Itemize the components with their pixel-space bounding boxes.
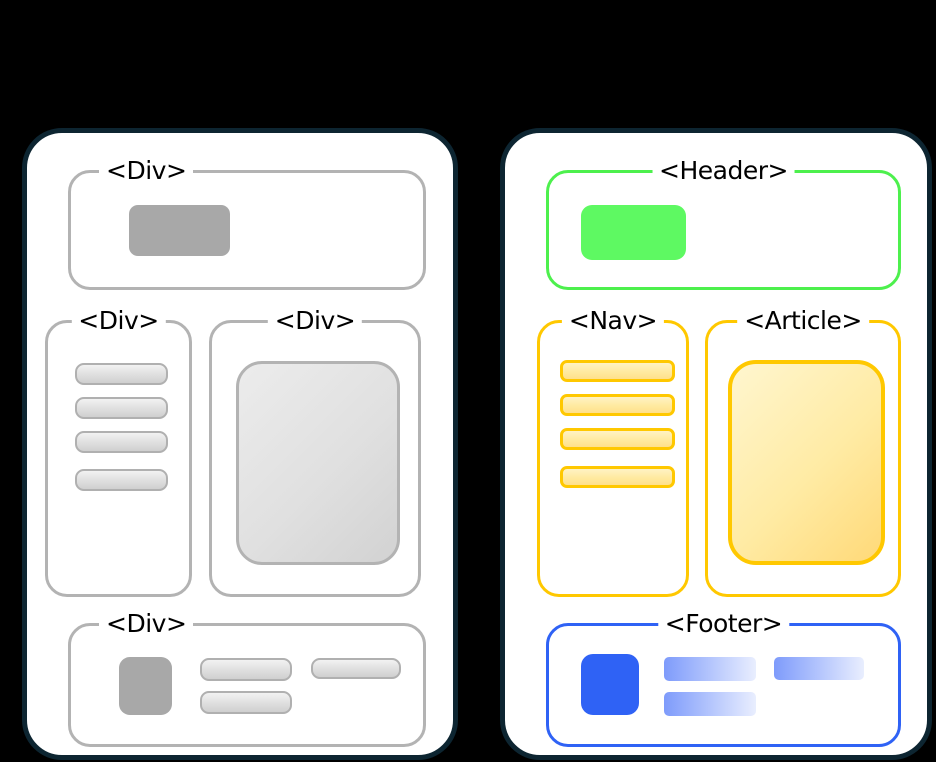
group-footer: <Footer> [546,609,901,747]
group-div-article: <Div> [209,306,421,597]
nav-list-bar [560,360,675,382]
nav-list-bar [560,466,675,488]
legend-footer: <Footer> [657,609,790,639]
div-footer-bar [200,658,292,681]
group-nav: <Nav> [537,306,689,597]
div-article-content-panel [236,361,400,565]
group-article: <Article> [705,306,901,597]
legend-article: <Article> [737,306,869,336]
div-footer-bar [200,691,292,714]
legend-div-article: <Div> [267,306,363,336]
div-top-logo-block [129,205,230,256]
legend-div-footer: <Div> [99,609,194,639]
div-nav-list-bar [75,397,168,419]
div-nav-list-bar [75,469,168,491]
group-header: <Header> [546,156,901,290]
div-footer-bar [311,658,401,679]
group-div-footer: <Div> [68,609,426,747]
footer-bar [664,657,756,681]
footer-bar [664,692,756,716]
header-logo-block [581,205,686,260]
group-div-top: <Div> [68,156,426,290]
group-div-nav: <Div> [45,306,192,597]
div-footer-square [119,657,172,715]
div-nav-list-bar [75,363,168,385]
nav-list-bar [560,428,675,450]
nav-list-bar [560,394,675,416]
legend-div-nav: <Div> [71,306,166,336]
html5-layout-panel: <Header> <Nav> <Article> <Footer> [500,128,932,760]
div-nav-list-bar [75,431,168,453]
article-content-panel [728,360,885,565]
footer-square [581,654,639,715]
legend-header: <Header> [652,156,795,186]
footer-bar [774,657,864,680]
div-layout-panel: <Div> <Div> <Div> <Div> [22,128,458,760]
legend-nav: <Nav> [561,306,665,336]
legend-div-top: <Div> [99,156,194,186]
